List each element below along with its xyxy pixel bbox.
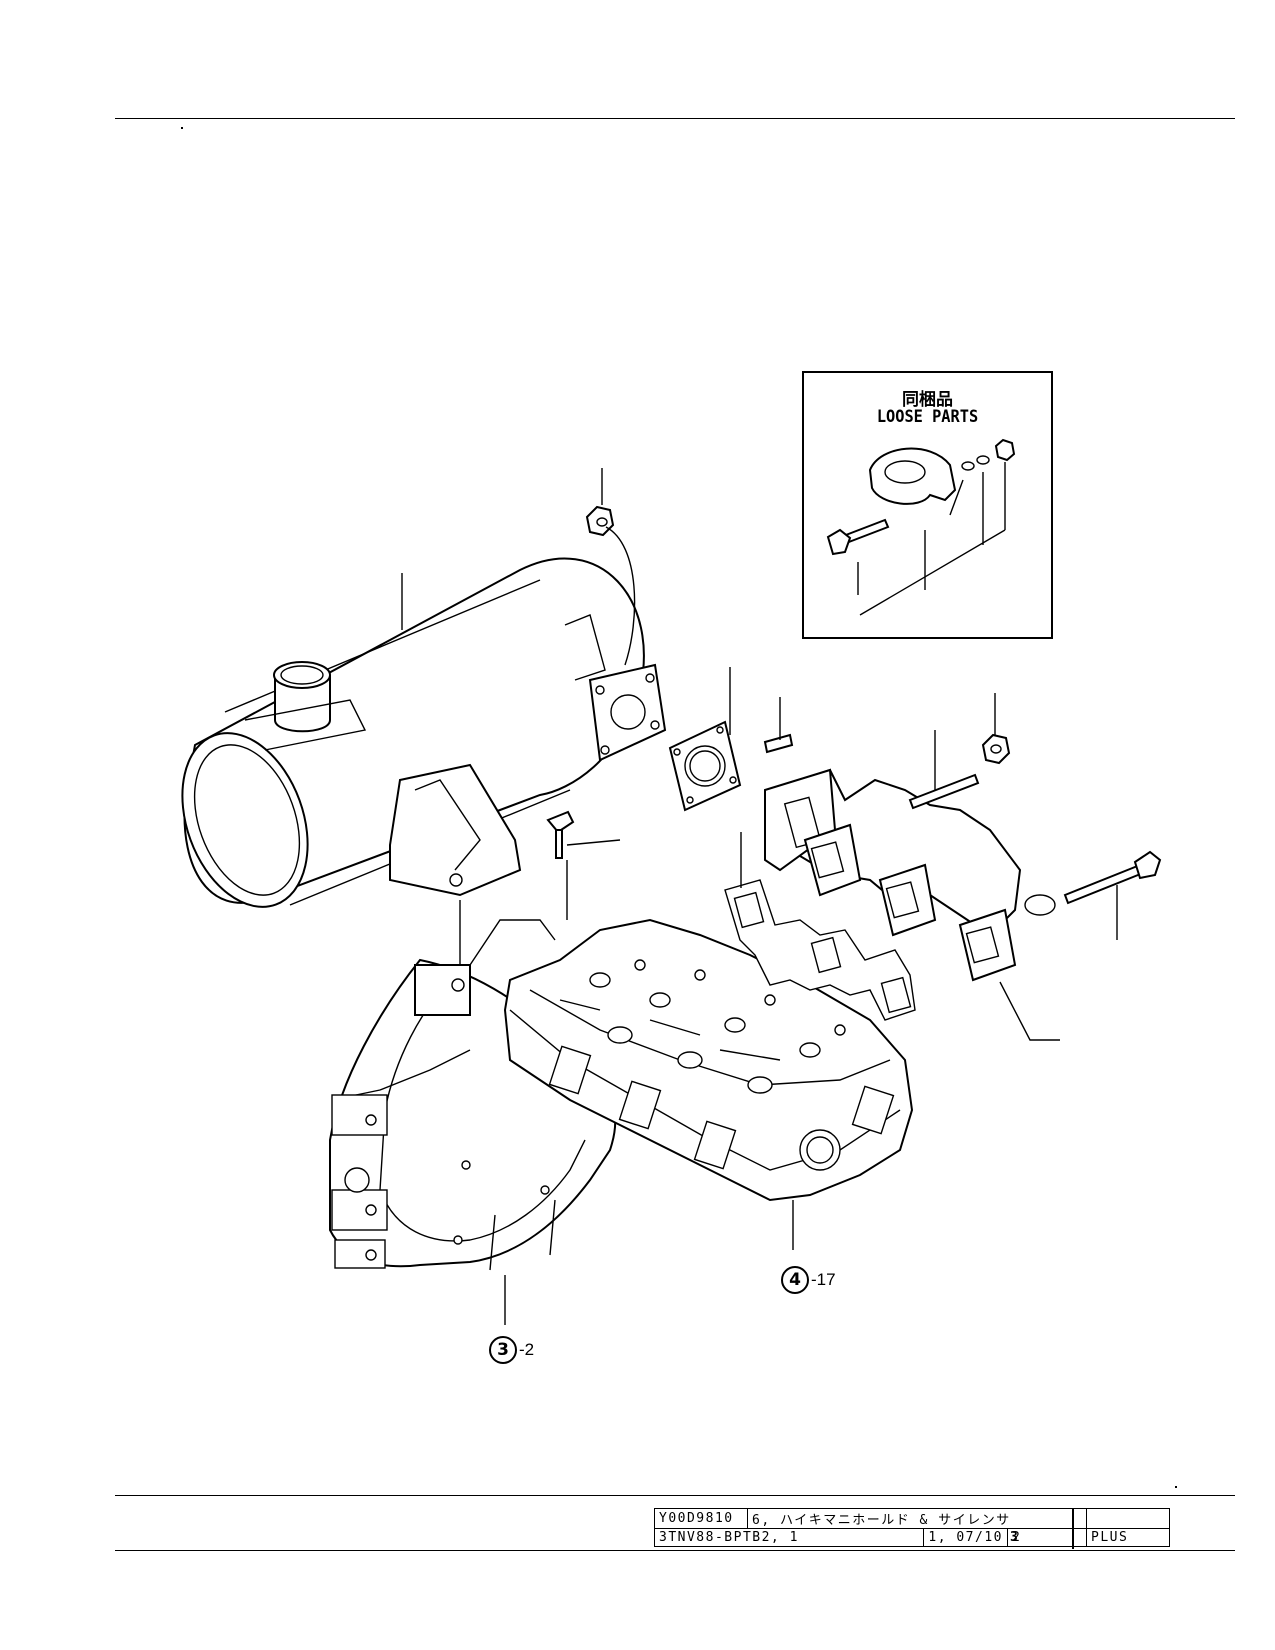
reference-callout-cylinder-head[interactable]: 4 -17 [781, 1266, 836, 1294]
header-rule [115, 118, 1235, 119]
loose-parts-box: 同梱品 LOOSE PARTS [802, 371, 1053, 639]
loose-parts-title-jp: 同梱品 [902, 390, 953, 410]
doc-number: Y00D9810 [654, 1508, 748, 1529]
gasket-icon [668, 720, 742, 812]
corner-mark [1175, 1486, 1177, 1488]
loose-parts-drawing [826, 438, 1016, 616]
reference-suffix: -2 [519, 1340, 535, 1359]
silencer-icon [181, 557, 667, 908]
nut-icon [981, 733, 1011, 765]
model-code: 3TNV88-BPTB2, 1 [653, 1528, 925, 1547]
title-extra [1086, 1508, 1170, 1529]
page-number: 2 [1007, 1528, 1087, 1547]
reference-number: 4 [781, 1266, 809, 1294]
leader-lines [401, 468, 1118, 1325]
reference-suffix: -17 [811, 1270, 836, 1289]
loose-parts-title-en: LOOSE PARTS [876, 407, 979, 427]
sheet-number: 3 [1010, 1530, 1018, 1545]
corner-mark [181, 127, 183, 129]
reference-callout-flywheel-housing[interactable]: 3 -2 [489, 1336, 534, 1364]
footer-rule [115, 1495, 1235, 1496]
exhaust-manifold-icon [764, 768, 1056, 982]
revision-date: 1, 07/10 [923, 1528, 1008, 1547]
bolt-icon [546, 773, 1162, 905]
manifold-gasket-icon [724, 879, 916, 1021]
nut-icon [585, 505, 615, 537]
title-block: Y00D9810 6, ハイキマニホールド & サイレンサ 3TNV88-BPT… [653, 1508, 1170, 1547]
footer-rule [115, 1550, 1235, 1551]
stud-icon [763, 733, 794, 754]
edition: PLUS [1086, 1528, 1170, 1547]
title-divider [1072, 1509, 1074, 1549]
reference-number: 3 [489, 1336, 517, 1364]
section-title: 6, ハイキマニホールド & サイレンサ [747, 1508, 1087, 1529]
